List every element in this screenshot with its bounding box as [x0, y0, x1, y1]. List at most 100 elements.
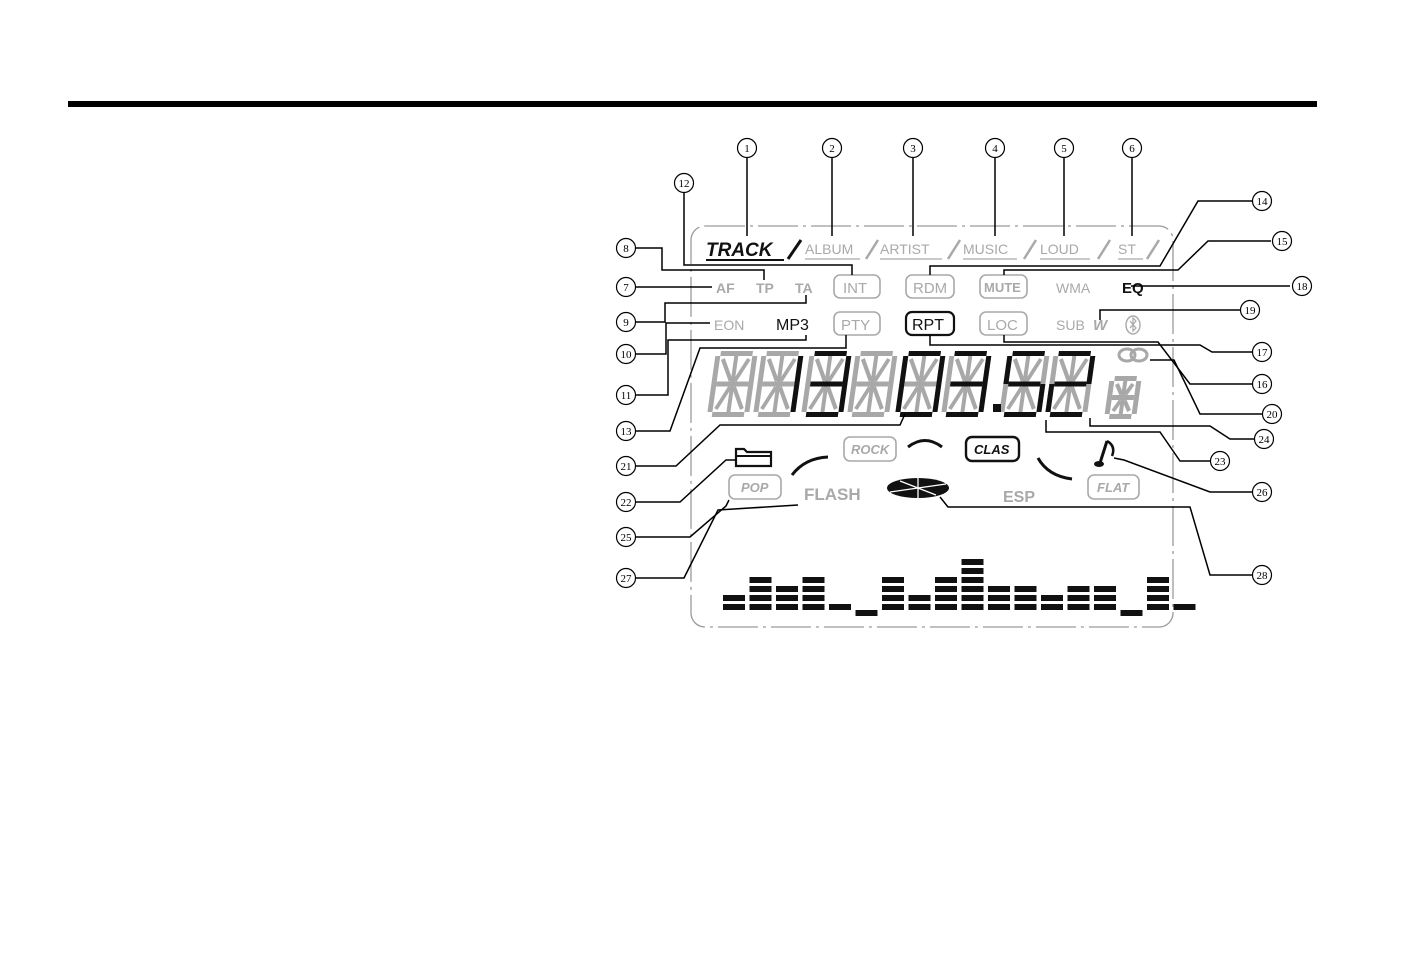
callout-4: 4: [984, 137, 1006, 159]
loud-label: LOUD: [1040, 241, 1079, 257]
row1: TRACK ALBUM ARTIST MUSIC LOUD ST: [706, 239, 1161, 261]
callout-10: 10: [615, 343, 637, 365]
svg-text:16: 16: [1257, 379, 1269, 391]
segment-b: [1133, 381, 1142, 398]
callout-16: 16: [1251, 373, 1273, 395]
callout-17: 17: [1251, 341, 1273, 363]
spectrum-bar: [988, 604, 1010, 610]
callout-24: 24: [1253, 428, 1275, 450]
spectrum-bar: [1147, 577, 1169, 583]
spectrum-bar: [1094, 595, 1116, 601]
spectrum-bar: [882, 604, 904, 610]
spectrum-bar: [749, 595, 772, 601]
album-label: ALBUM: [805, 241, 853, 257]
segment-f: [851, 356, 861, 384]
st-label: ST: [1118, 241, 1136, 257]
spectrum-bar: [1067, 604, 1090, 610]
callout-15: 15: [1271, 230, 1293, 252]
spectrum-bar: [961, 586, 984, 592]
digit-2: [801, 351, 852, 417]
pty-label: PTY: [841, 317, 870, 334]
artist-label: ARTIST: [880, 241, 930, 257]
segment-d: [757, 412, 791, 417]
svg-text:18: 18: [1297, 281, 1309, 293]
segment-lit-b: [936, 356, 946, 384]
segment-lit-g: [950, 381, 983, 387]
segment-lit-g: [810, 381, 843, 387]
spectrum-bar: [961, 577, 984, 583]
pop-label: POP: [741, 480, 769, 495]
segment-lit-c: [978, 384, 988, 412]
spectrum-bar: [1041, 595, 1063, 601]
segment-a: [720, 351, 753, 356]
callout-20: 20: [1261, 403, 1283, 425]
segment-display: [707, 351, 1142, 419]
spectrum-bar: [961, 604, 984, 610]
eon-label: EON: [714, 317, 744, 333]
spectrum-bar: [1014, 604, 1037, 610]
segment-lit-d: [1003, 412, 1037, 417]
spectrum-bar: [935, 586, 957, 592]
segment-c: [1131, 397, 1139, 414]
segment-lit-d: [805, 412, 839, 417]
spectrum-bar: [776, 586, 798, 592]
row2: AF TP TA INT RDM MUTE WMA EQ: [716, 274, 1144, 299]
segment-f: [945, 356, 955, 384]
spectrum-bar: [802, 595, 825, 601]
segment-b: [748, 356, 758, 384]
segment-lit-g: [1008, 381, 1041, 387]
segment-c: [744, 384, 754, 412]
flat-label: FLAT: [1097, 480, 1130, 495]
spectrum-bar: [1067, 595, 1090, 601]
spectrum-bar: [1173, 604, 1196, 610]
folder-icon: [734, 447, 773, 468]
spectrum-bar: [776, 604, 798, 610]
segment-e: [707, 384, 717, 412]
svg-text:19: 19: [1245, 305, 1257, 317]
bluetooth-icon: [1125, 315, 1141, 335]
spectrum-bar: [802, 586, 825, 592]
segment-d: [711, 412, 745, 417]
arc-mid: [907, 439, 943, 449]
svg-text:24: 24: [1259, 434, 1271, 446]
spectrum-bar: [723, 595, 745, 601]
segment-lit-f: [899, 356, 909, 384]
svg-text:15: 15: [1277, 236, 1289, 248]
svg-text:11: 11: [621, 390, 632, 402]
spectrum-bar: [802, 604, 825, 610]
segment-c: [1082, 384, 1092, 412]
segment-f: [711, 356, 721, 384]
segment-d: [851, 412, 885, 417]
rpt-label: RPT: [912, 317, 944, 334]
rock-label: ROCK: [851, 442, 891, 457]
segment-lit-c: [790, 384, 800, 412]
segment-lit-a: [814, 351, 847, 356]
segment-d: [1108, 414, 1132, 419]
spectrum-bar: [1147, 586, 1169, 592]
spectrum-bar: [1067, 586, 1090, 592]
callout-14: 14: [1251, 190, 1273, 212]
spectrum-bar: [1014, 586, 1037, 592]
segment-lit-f: [1003, 356, 1013, 384]
svg-text:14: 14: [1257, 196, 1269, 208]
segment-e: [801, 384, 811, 412]
spectrum-analyzer: [723, 559, 1196, 616]
svg-text:12: 12: [679, 178, 690, 190]
sub-label: SUB: [1056, 317, 1085, 333]
spectrum-bar: [1094, 604, 1116, 610]
spectrum-bar: [1041, 604, 1063, 610]
callout-13: 13: [615, 420, 637, 442]
callout-19: 19: [1239, 299, 1261, 321]
segment-f: [1106, 381, 1115, 398]
callout-5: 5: [1053, 137, 1075, 159]
segment-lit-b: [794, 356, 804, 384]
segment-lit-a: [1012, 351, 1045, 356]
callout-12: 12: [673, 172, 695, 194]
af-label: AF: [716, 280, 735, 296]
segment-lit-b: [842, 356, 852, 384]
segment-lit-g: [1054, 381, 1087, 387]
arc-left: [790, 455, 829, 476]
svg-text:27: 27: [621, 573, 633, 585]
